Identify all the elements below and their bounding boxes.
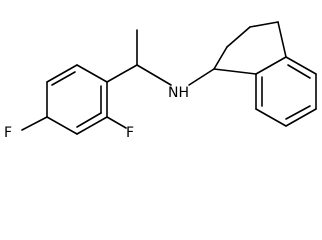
bond [249,21,279,28]
bond [255,108,287,127]
bond [285,56,317,75]
bond [46,116,78,135]
bond [136,64,172,86]
bond [46,64,78,83]
bond [76,64,108,83]
double-bond [285,105,311,120]
fluorine-ortho-label: F [126,125,134,141]
double-bond [51,71,76,86]
bond [213,68,257,75]
atom-labels: F F NH [4,85,189,141]
bond [277,21,287,58]
fluorine-para-label: F [4,125,12,141]
molecule-structure: F F NH [4,21,317,141]
double-bond [287,64,311,79]
bond [255,56,287,75]
bond [21,116,48,131]
bond-layer [21,21,317,135]
double-bond [76,112,102,128]
bond [188,68,215,86]
bond [76,116,108,135]
bond [285,108,317,127]
bond [106,116,127,129]
bond [226,26,251,48]
bond [213,46,228,70]
amine-nh-label: NH [168,85,189,101]
bond [106,64,138,83]
